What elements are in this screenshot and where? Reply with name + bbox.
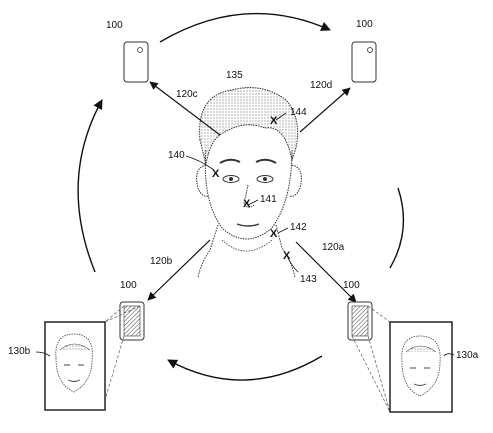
label-142: 142 (290, 222, 307, 233)
arrow-120d (299, 87, 351, 133)
arrow-120b (147, 239, 211, 301)
arrow-120c (149, 81, 221, 136)
x-mark-142: X (270, 228, 278, 240)
leader-130b (35, 351, 51, 357)
label-143: 143 (300, 274, 317, 285)
label-device-bottom-right: 100 (343, 280, 360, 291)
label-144: 144 (290, 107, 307, 118)
x-mark-143: X (283, 250, 291, 262)
label-120b: 120b (150, 256, 173, 267)
x-mark-140: X (212, 168, 220, 180)
leader-142 (277, 227, 289, 234)
device-top-right (351, 41, 377, 83)
leader-140 (185, 155, 215, 171)
leader-144 (275, 112, 287, 121)
screen-130b (44, 305, 141, 411)
rotation-arc-top (159, 12, 331, 43)
label-head: 135 (226, 70, 243, 81)
label-120a: 120a (322, 242, 345, 253)
label-130b: 130b (8, 346, 31, 357)
head-illustration (196, 87, 302, 279)
label-130a: 130a (456, 350, 479, 361)
label-device-bottom-left: 100 (120, 280, 137, 291)
x-mark-141: X (243, 198, 251, 210)
rotation-arc-bottom (167, 355, 323, 381)
leader-141 (247, 199, 259, 206)
leader-143 (287, 257, 299, 273)
device-bottom-right (347, 301, 373, 341)
x-mark-144: X (270, 115, 278, 127)
label-140: 140 (168, 150, 185, 161)
leader-130a (443, 353, 455, 357)
label-141: 141 (260, 194, 277, 205)
label-device-top-left: 100 (106, 20, 123, 31)
label-device-top-right: 100 (356, 19, 373, 30)
device-bottom-left (119, 301, 145, 341)
device-top-left (123, 41, 149, 83)
rotation-arc-right (389, 187, 405, 269)
screen-130a (351, 305, 453, 413)
label-120d: 120d (310, 80, 332, 91)
label-120c: 120c (176, 89, 198, 100)
rotation-arc-left (77, 99, 103, 273)
arrow-120a (295, 241, 357, 303)
